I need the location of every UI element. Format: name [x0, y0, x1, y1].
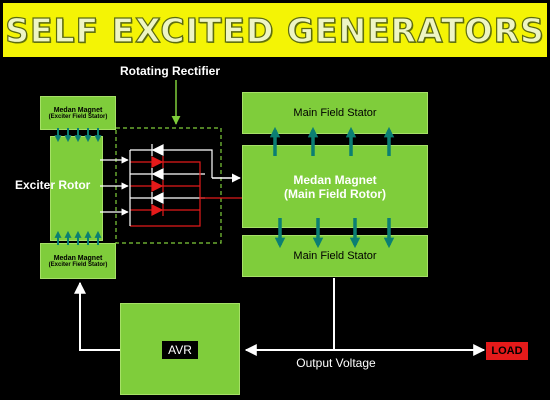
- rectifier-box: [115, 127, 222, 244]
- main-field-rotor-sublabel: (Main Field Rotor): [284, 186, 386, 201]
- exciter-stator-top-label: Medan Magnet: [53, 106, 103, 114]
- rotating-rectifier-label: Rotating Rectifier: [120, 64, 221, 78]
- exciter-rotor: [50, 136, 103, 241]
- main-field-rotor: Medan Magnet (Main Field Rotor): [242, 145, 428, 228]
- main-field-rotor-label: Medan Magnet: [293, 172, 377, 187]
- main-field-stator-top-label: Main Field Stator: [293, 107, 377, 119]
- exciter-stator-bottom: Medan Magnet (Exciter Field Stator): [40, 243, 116, 279]
- main-top-field-arrows: [269, 126, 395, 156]
- exciter-stator-top-sublabel: (Exciter Field Stator): [48, 113, 108, 120]
- exciter-top-field-arrows: [54, 128, 102, 143]
- diodes-red: [151, 156, 164, 216]
- rectifier-wiring: [129, 149, 213, 227]
- avr-label: AVR: [162, 341, 198, 359]
- exciter-bottom-field-arrows: [54, 230, 102, 245]
- output-voltage-label: Output Voltage: [282, 355, 390, 372]
- exciter-stator-bottom-label: Medan Magnet: [53, 254, 103, 262]
- rotor-output-arrows: [100, 156, 129, 216]
- exciter-stator-bottom-sublabel: (Exciter Field Stator): [48, 261, 108, 268]
- main-field-stator-bottom-label: Main Field Stator: [293, 250, 377, 262]
- load-label: LOAD: [486, 342, 528, 360]
- diodes-white: [151, 144, 164, 204]
- avr-feedback-arrow: [74, 281, 120, 351]
- main-field-stator-bottom: Main Field Stator: [242, 235, 428, 277]
- main-bottom-field-arrows: [274, 218, 395, 249]
- exciter-rotor-label: Exciter Rotor: [15, 178, 91, 192]
- page-title: SELF EXCITED GENERATORS: [5, 10, 545, 50]
- title-bar: SELF EXCITED GENERATORS: [3, 3, 547, 57]
